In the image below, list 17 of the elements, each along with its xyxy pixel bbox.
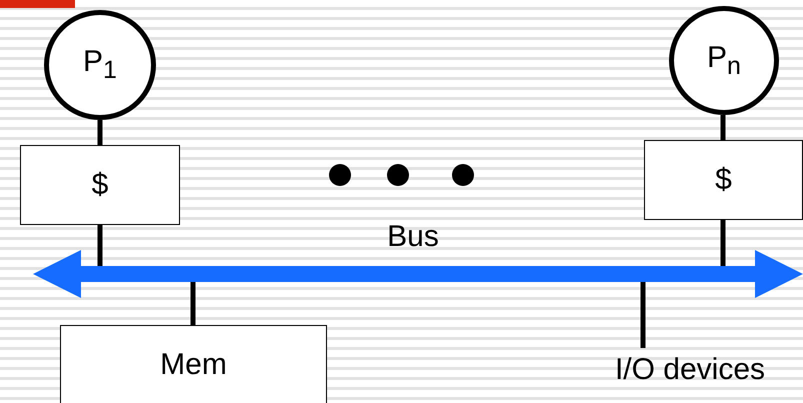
- node-label: $: [715, 165, 732, 195]
- connector-line: [720, 115, 726, 140]
- processor-label: P$_{1}$: [83, 47, 117, 83]
- node-label: I/O devices: [614, 355, 766, 385]
- connector-line: [98, 225, 102, 266]
- connector-line: [98, 120, 102, 145]
- bus-label: Bus: [387, 222, 439, 252]
- connector-line: [640, 282, 646, 348]
- node-label: Mem: [160, 350, 227, 380]
- component-box: [60, 325, 327, 403]
- connector-line: [720, 220, 726, 266]
- connector-line: [190, 282, 196, 325]
- node-label: $: [92, 170, 108, 200]
- component-box: [20, 145, 180, 225]
- component-box: [644, 140, 803, 220]
- bus-arrow: [33, 222, 803, 298]
- processor-label: P$_{n}$: [707, 42, 741, 78]
